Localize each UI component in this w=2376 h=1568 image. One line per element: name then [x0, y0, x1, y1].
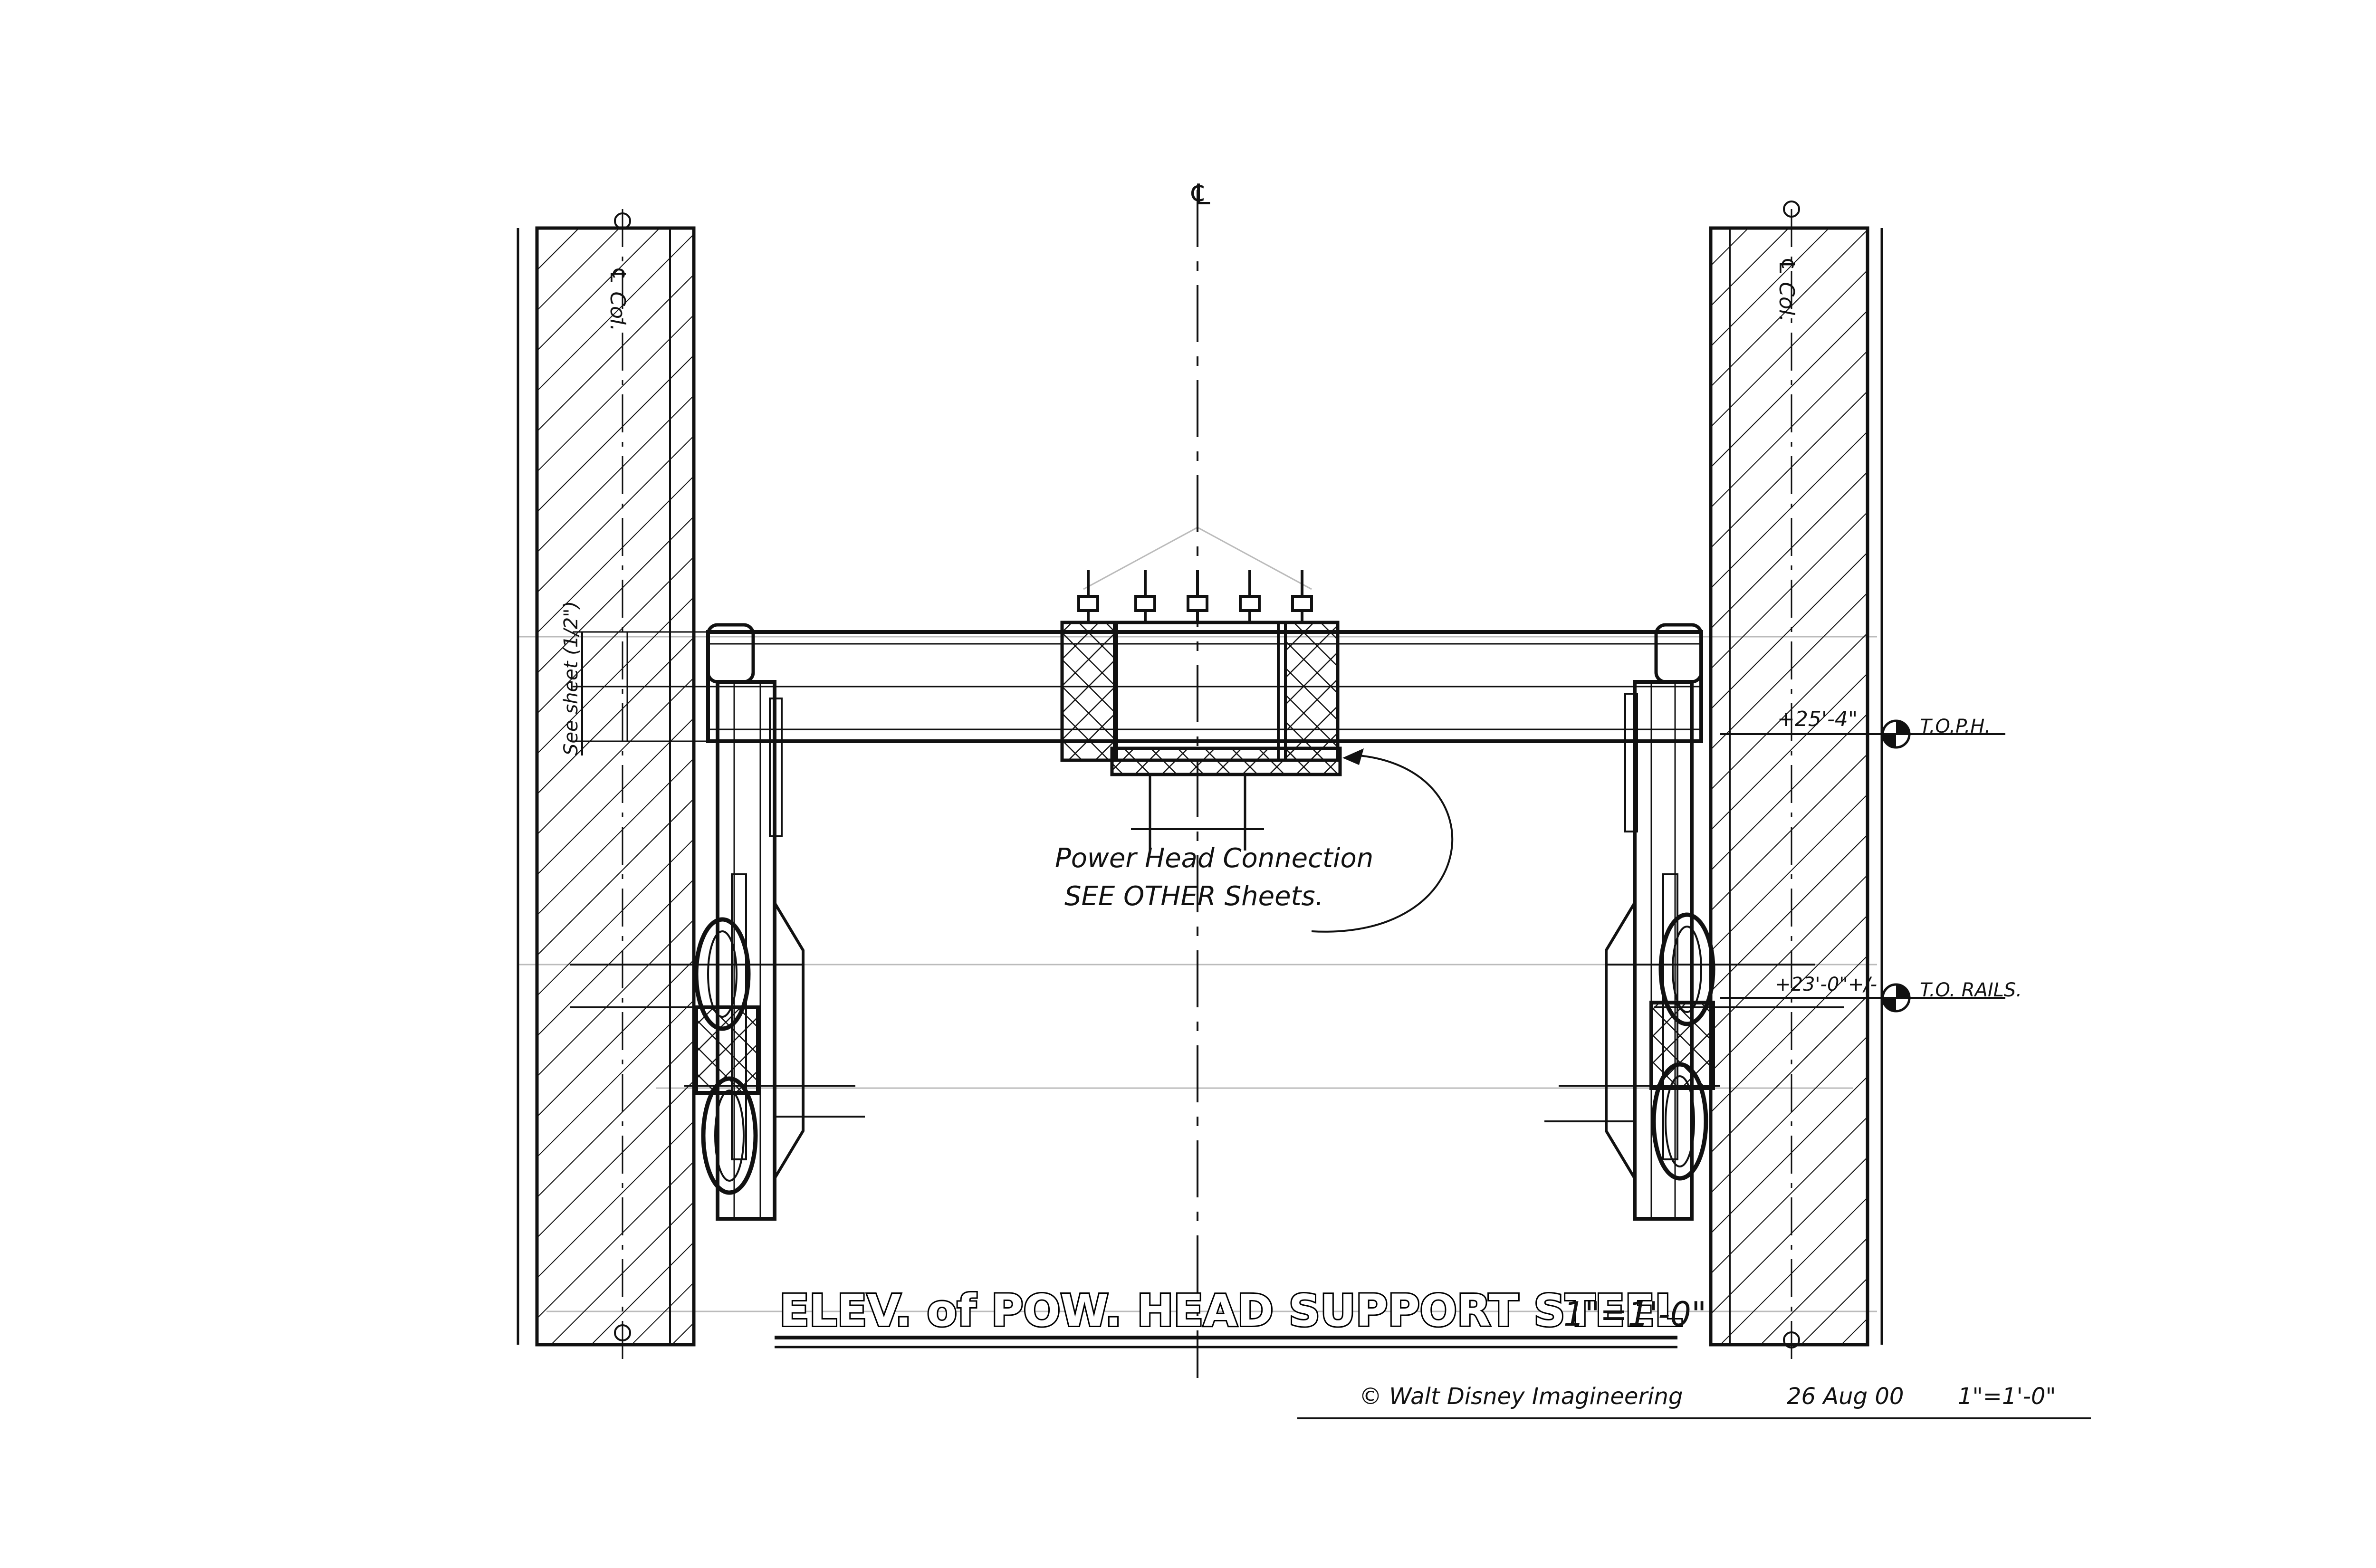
right-column-hatch [1709, 226, 1869, 1347]
right-column-label: ℄ Col. [1774, 257, 1799, 322]
elevation-rails: +23'-0"+/- T.O. RAILS. [1720, 974, 2022, 1013]
elev-top-label: T.O.P.H. [1920, 716, 1991, 737]
bolts [1077, 570, 1313, 622]
title-scale: 1"=1'-0" [1563, 1295, 1706, 1334]
bracket-note: See sheet (1/2") [560, 601, 582, 755]
left-lower-wheel [701, 1076, 758, 1195]
bracket-dimension: See sheet (1/2") [560, 601, 713, 755]
box-left-panel [1061, 621, 1116, 762]
drawing-scale: 1"=1'-0" [1958, 1383, 2056, 1410]
box-right-panel [1284, 621, 1339, 762]
elev-rail-label: T.O. RAILS. [1920, 979, 2022, 1001]
connection-plate [1110, 746, 1342, 776]
title-block: ELEV. of POW. HEAD SUPPORT STEEL 1"=1'-0… [775, 1284, 2091, 1419]
left-column-hatch [535, 226, 696, 1347]
centerline-mark: ℄ [1188, 178, 1214, 211]
left-guide-block [694, 1005, 760, 1095]
right-column: ℄ Col. [1709, 201, 1883, 1368]
elev-rail-value: +23'-0"+/- [1775, 974, 1877, 995]
elevation-top: +25'-4" T.O.P.H. [1720, 707, 2005, 749]
power-head-box [1060, 570, 1342, 851]
drawing-date: 26 Aug 00 [1787, 1383, 1904, 1410]
drawing-title: ELEV. of POW. HEAD SUPPORT STEEL [779, 1285, 1683, 1336]
credit: © Walt Disney Imagineering [1359, 1383, 1683, 1410]
centerline: ℄ [1188, 178, 1214, 1378]
callout-line2: SEE OTHER Sheets. [1064, 881, 1323, 912]
left-column: ℄ Col. [517, 209, 696, 1368]
elev-top-value: +25'-4" [1777, 707, 1858, 731]
support-beam [706, 630, 1703, 743]
left-column-label: ℄ Col. [605, 266, 630, 331]
right-guide-block [1649, 1001, 1715, 1090]
callout-line1: Power Head Connection [1055, 843, 1373, 874]
power-head-callout: Power Head Connection SEE OTHER Sheets. [1055, 748, 1454, 933]
right-hanger [1544, 623, 1844, 1221]
left-hanger [570, 623, 865, 1221]
